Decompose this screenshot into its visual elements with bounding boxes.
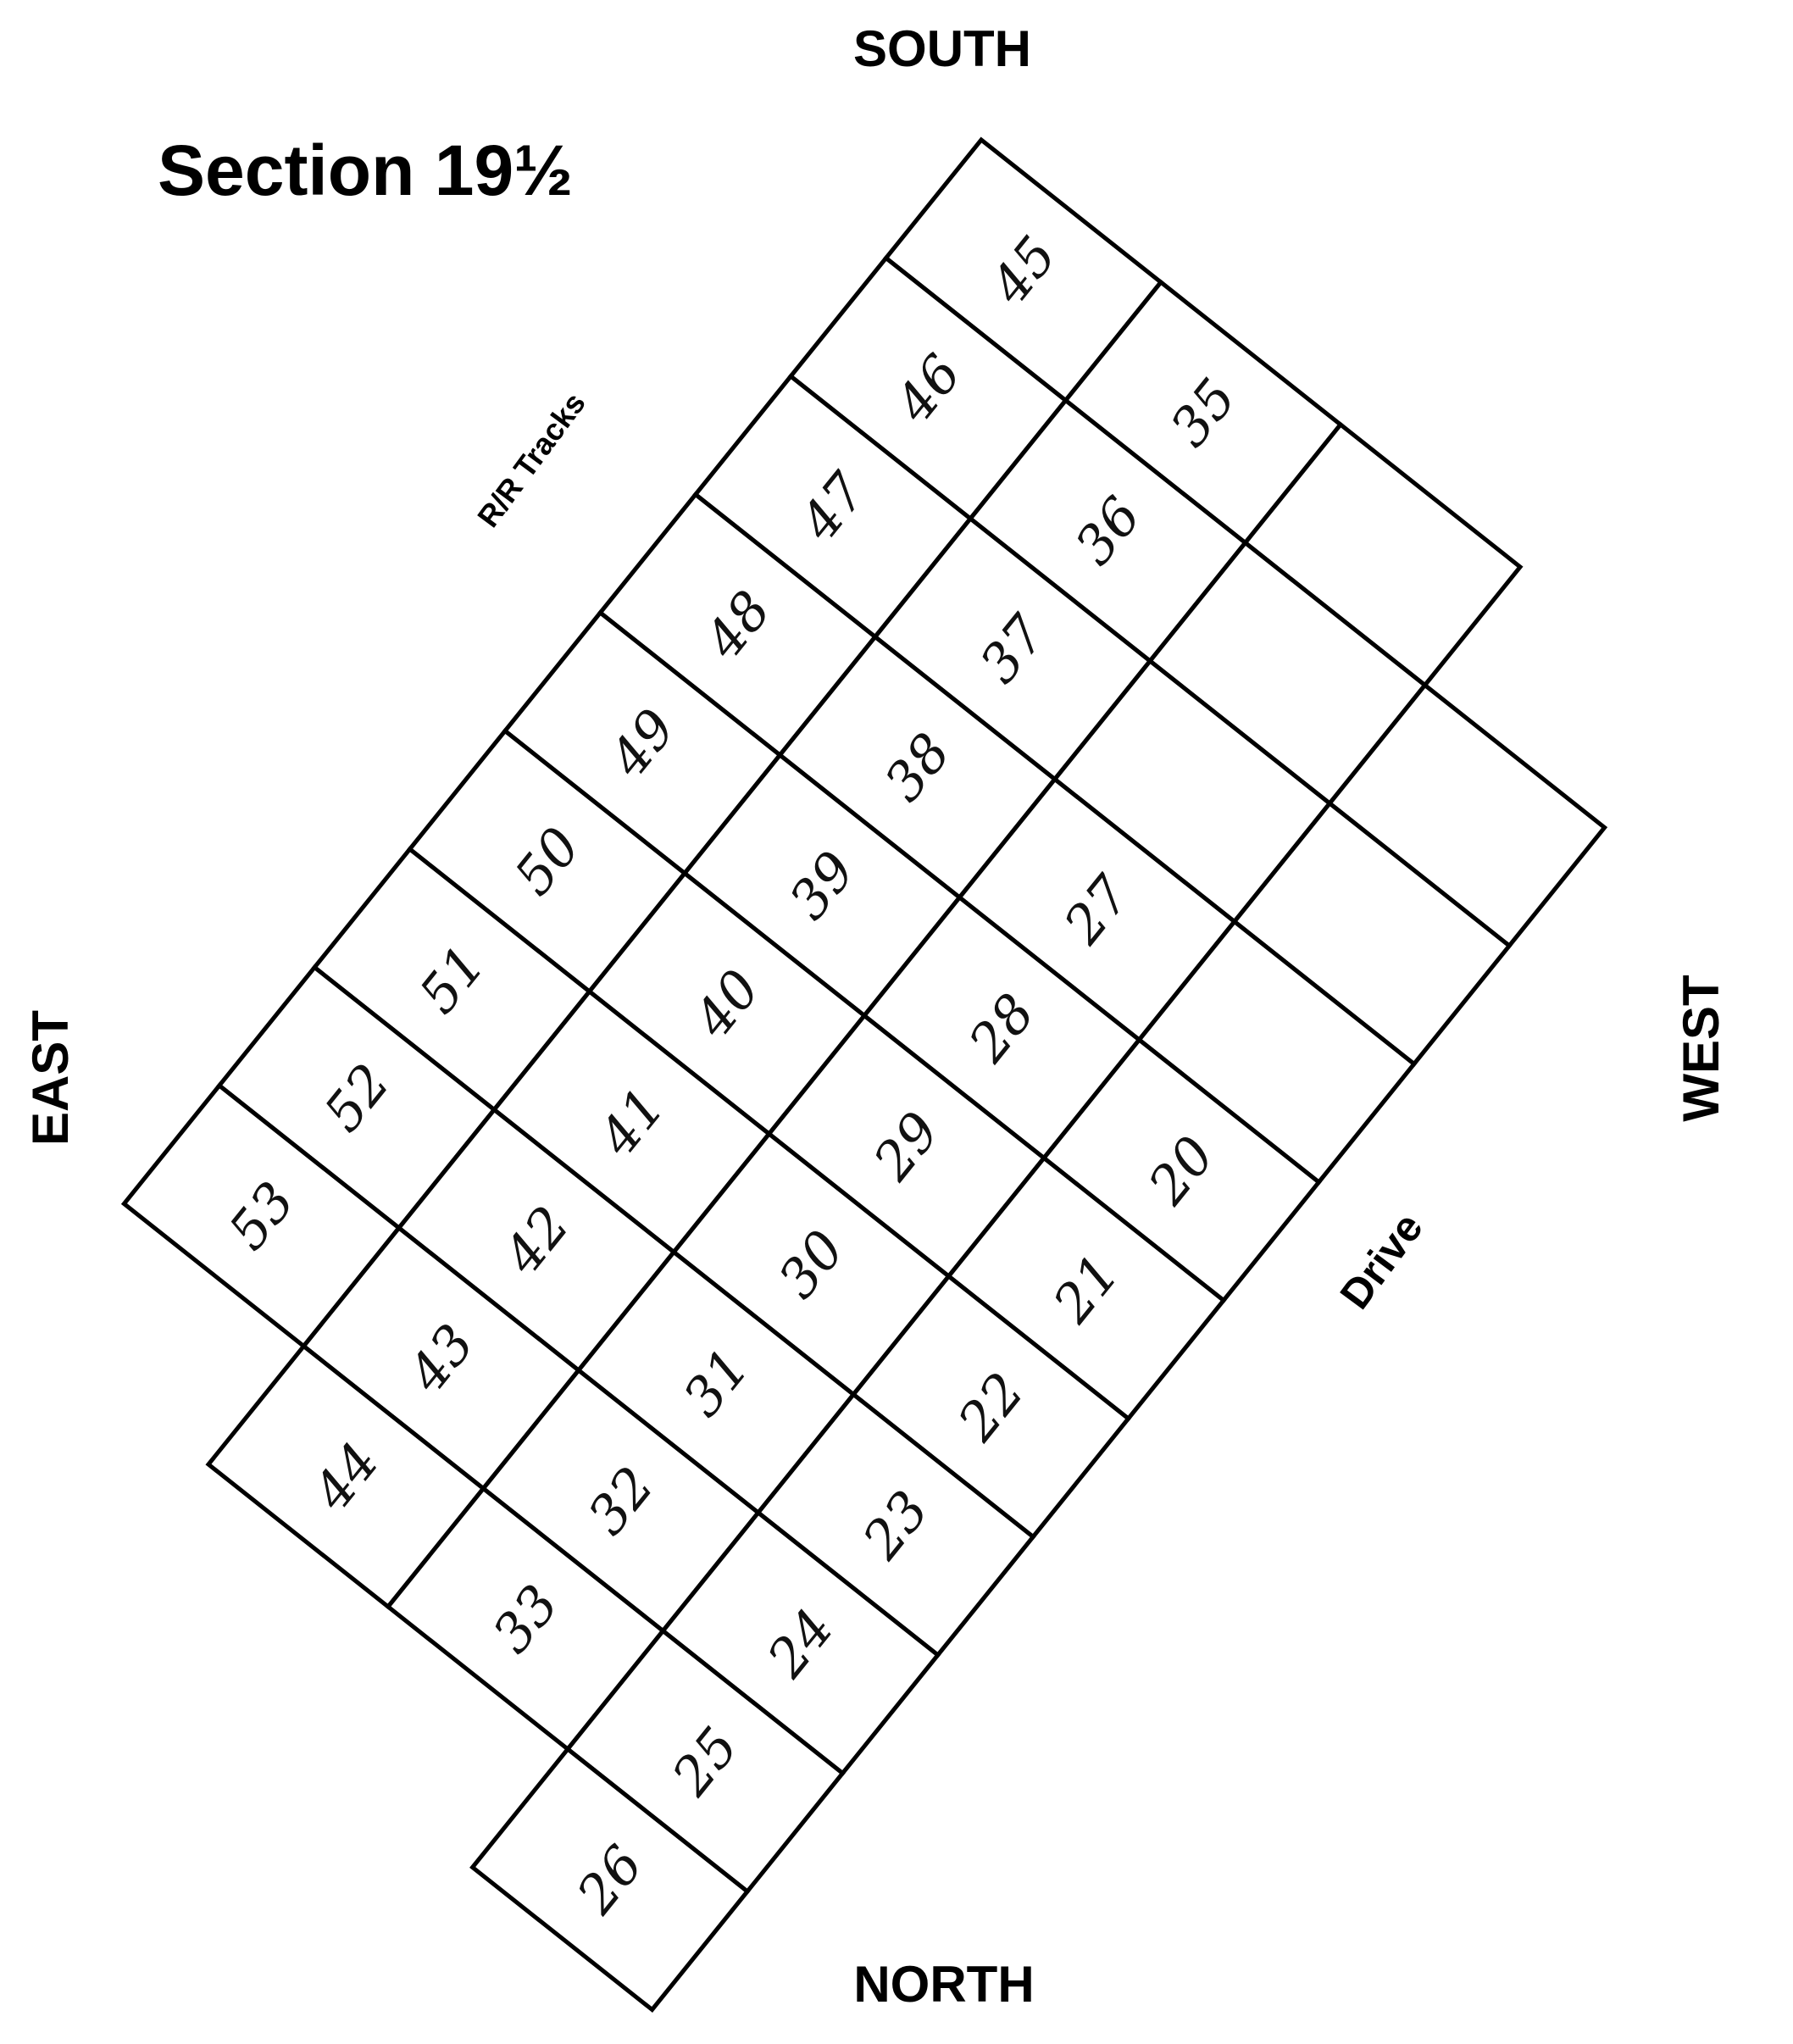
drive-label: Drive <box>1331 1204 1432 1318</box>
section-title: Section 19½ <box>158 131 573 210</box>
plots-layer: 4546474849505152533536373839404142434427… <box>120 136 1608 2013</box>
plot-cell <box>469 1746 751 2013</box>
direction-east: EAST <box>22 1010 79 1146</box>
direction-west: WEST <box>1673 975 1729 1121</box>
rr-tracks-label: R/R Tracks <box>470 386 592 534</box>
direction-south: SOUTH <box>853 20 1031 77</box>
direction-north: NORTH <box>853 1956 1034 2013</box>
